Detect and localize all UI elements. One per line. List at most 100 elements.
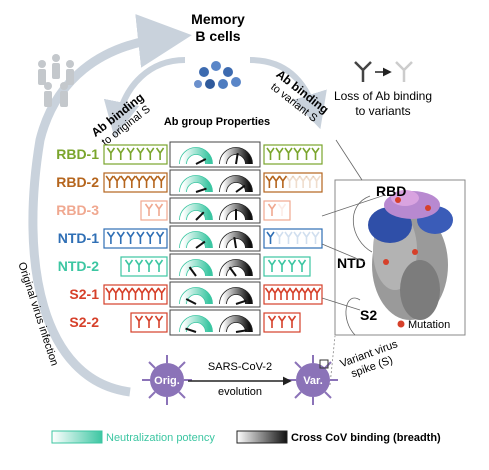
breadth-gauge-outline	[219, 259, 253, 277]
potency-gauge-arc	[179, 203, 213, 221]
variant-binding-box	[263, 228, 323, 249]
potency-gauge-arc	[179, 259, 213, 277]
antibody-icon	[142, 175, 151, 188]
mutation-label: Mutation	[408, 319, 450, 331]
group-row-rbd-2: RBD-2	[56, 169, 323, 196]
group-row-rbd-1: RBD-1	[56, 141, 323, 168]
antibody-icon	[134, 315, 144, 328]
antibody-icon	[126, 147, 135, 160]
variant-binding-box	[263, 144, 323, 165]
loss-label: Loss of Ab binding	[334, 89, 432, 103]
spike-connectors	[321, 139, 386, 336]
group-row-s2-2: S2-2	[69, 309, 301, 336]
antibody-icon	[157, 175, 166, 188]
group-label: NTD-1	[58, 230, 99, 246]
antibody-icon	[112, 175, 122, 188]
antibody-icon	[105, 175, 114, 188]
antibody-icon	[116, 231, 125, 244]
variant-binding-box	[263, 200, 291, 221]
antibody-icon	[302, 231, 311, 244]
arrow-to-original	[103, 57, 186, 138]
breadth-gauge-needle	[228, 266, 237, 277]
antibody-icon	[294, 287, 304, 300]
original-binding-box	[103, 172, 168, 193]
antibody-icon	[144, 287, 153, 300]
breadth-gauge-needle	[235, 299, 247, 305]
mutation-icon	[397, 320, 405, 328]
breadth-gauge-needle	[235, 329, 248, 333]
antibody-icon	[305, 175, 315, 188]
group-row-ntd-1: NTD-1	[58, 225, 323, 252]
antibody-icon	[149, 175, 159, 188]
antibody-icon	[120, 175, 129, 188]
memory-b-cells-label-2: B cells	[195, 28, 240, 44]
potency-gauge-needle	[195, 158, 207, 165]
antibody-icon	[278, 175, 288, 188]
antibody-icon	[124, 287, 134, 300]
ntd-label: NTD	[337, 255, 366, 271]
antibody-icon	[135, 175, 144, 188]
antibody-icon	[106, 147, 116, 160]
potency-legend-swatch	[51, 430, 103, 444]
people-icon	[38, 54, 74, 107]
b-cells-icon	[194, 61, 241, 89]
arrow-to-variant	[249, 57, 327, 130]
antibody-icon	[127, 175, 136, 188]
infection-arrow	[28, 14, 192, 397]
potency-gauge-needle	[185, 298, 197, 305]
antibody-icon	[285, 175, 294, 188]
antibody-icon	[267, 259, 277, 272]
potency-gauge-needle	[195, 187, 207, 193]
potency-gauge-arc	[179, 175, 213, 193]
antibody-icon	[264, 287, 274, 300]
spike-protein	[368, 190, 453, 320]
antibody-icon	[134, 259, 144, 272]
original-binding-box	[140, 200, 168, 221]
potency-gauge-needle	[188, 266, 197, 277]
antibody-loss-icon	[354, 61, 413, 82]
breadth-gauge-outline	[219, 315, 253, 333]
antibody-icon	[154, 315, 164, 328]
evolution-label-2: evolution	[218, 386, 262, 398]
antibody-icon	[293, 231, 302, 244]
antibody-icon	[126, 231, 135, 244]
antibody-icon	[312, 175, 321, 188]
variant-spike-connector	[329, 335, 336, 386]
potency-legend-label: Neutralization potency	[106, 432, 215, 444]
antibody-icon	[276, 287, 286, 300]
antibody-icon	[155, 147, 165, 160]
original-binding-box	[103, 228, 168, 249]
group-row-ntd-2: NTD-2	[58, 253, 311, 280]
breadth-gauge-arc	[219, 147, 253, 165]
antibody-icon	[306, 287, 316, 300]
antibody-icon	[106, 231, 116, 244]
antibody-icon	[151, 287, 160, 300]
antibody-icon	[277, 259, 287, 272]
original-binding-box	[120, 256, 168, 277]
antibody-icon	[267, 203, 277, 216]
potency-gauge-outline	[179, 203, 213, 221]
group-label: S2-2	[69, 314, 99, 330]
antibody-icon	[124, 259, 134, 272]
antibody-icon	[292, 175, 301, 188]
variant-binding-box	[263, 256, 311, 277]
antibody-icon	[137, 287, 147, 300]
antibody-icon	[300, 287, 310, 300]
antibody-icon	[154, 203, 164, 216]
group-properties-label: Ab group Properties	[164, 116, 270, 128]
antibody-icon	[275, 231, 284, 244]
antibody-icon	[287, 259, 297, 272]
antibody-icon	[270, 287, 280, 300]
antibody-icon	[155, 231, 165, 244]
breadth-legend-label: Cross CoV binding (breadth)	[291, 432, 441, 444]
loss-label-2: to variants	[355, 104, 410, 118]
variant-binding-box	[263, 172, 323, 193]
breadth-gauge-arc	[219, 203, 253, 221]
breadth-gauge-needle	[233, 236, 237, 249]
potency-gauge-outline	[179, 259, 213, 277]
antibody-icon	[275, 147, 284, 160]
breadth-gauge-arc	[219, 287, 253, 305]
breadth-gauge-arc	[219, 231, 253, 249]
breadth-gauge-arc	[219, 175, 253, 193]
